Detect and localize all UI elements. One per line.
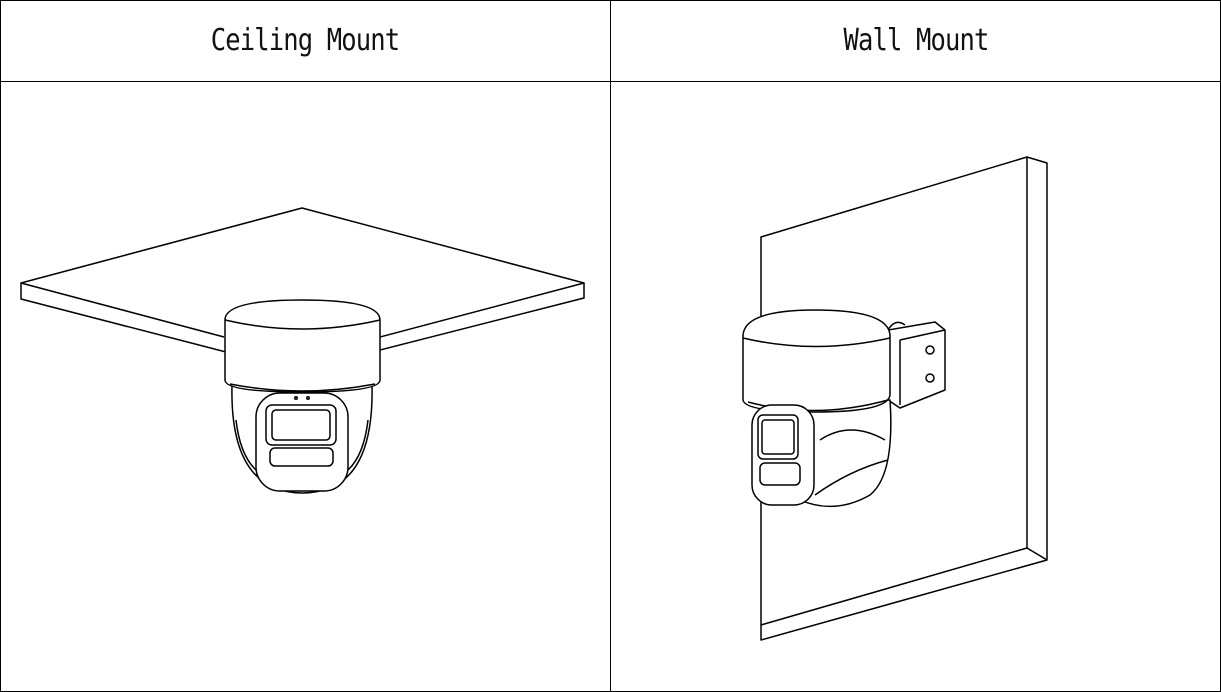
header-ceiling-mount: Ceiling Mount [210,23,400,58]
wall-bracket [887,321,946,409]
header-wall-mount: Wall Mount [843,23,989,58]
camera-ceiling [224,299,381,494]
column-divider [610,0,611,692]
camera-wall [742,309,892,508]
ceiling-slab [20,207,585,353]
